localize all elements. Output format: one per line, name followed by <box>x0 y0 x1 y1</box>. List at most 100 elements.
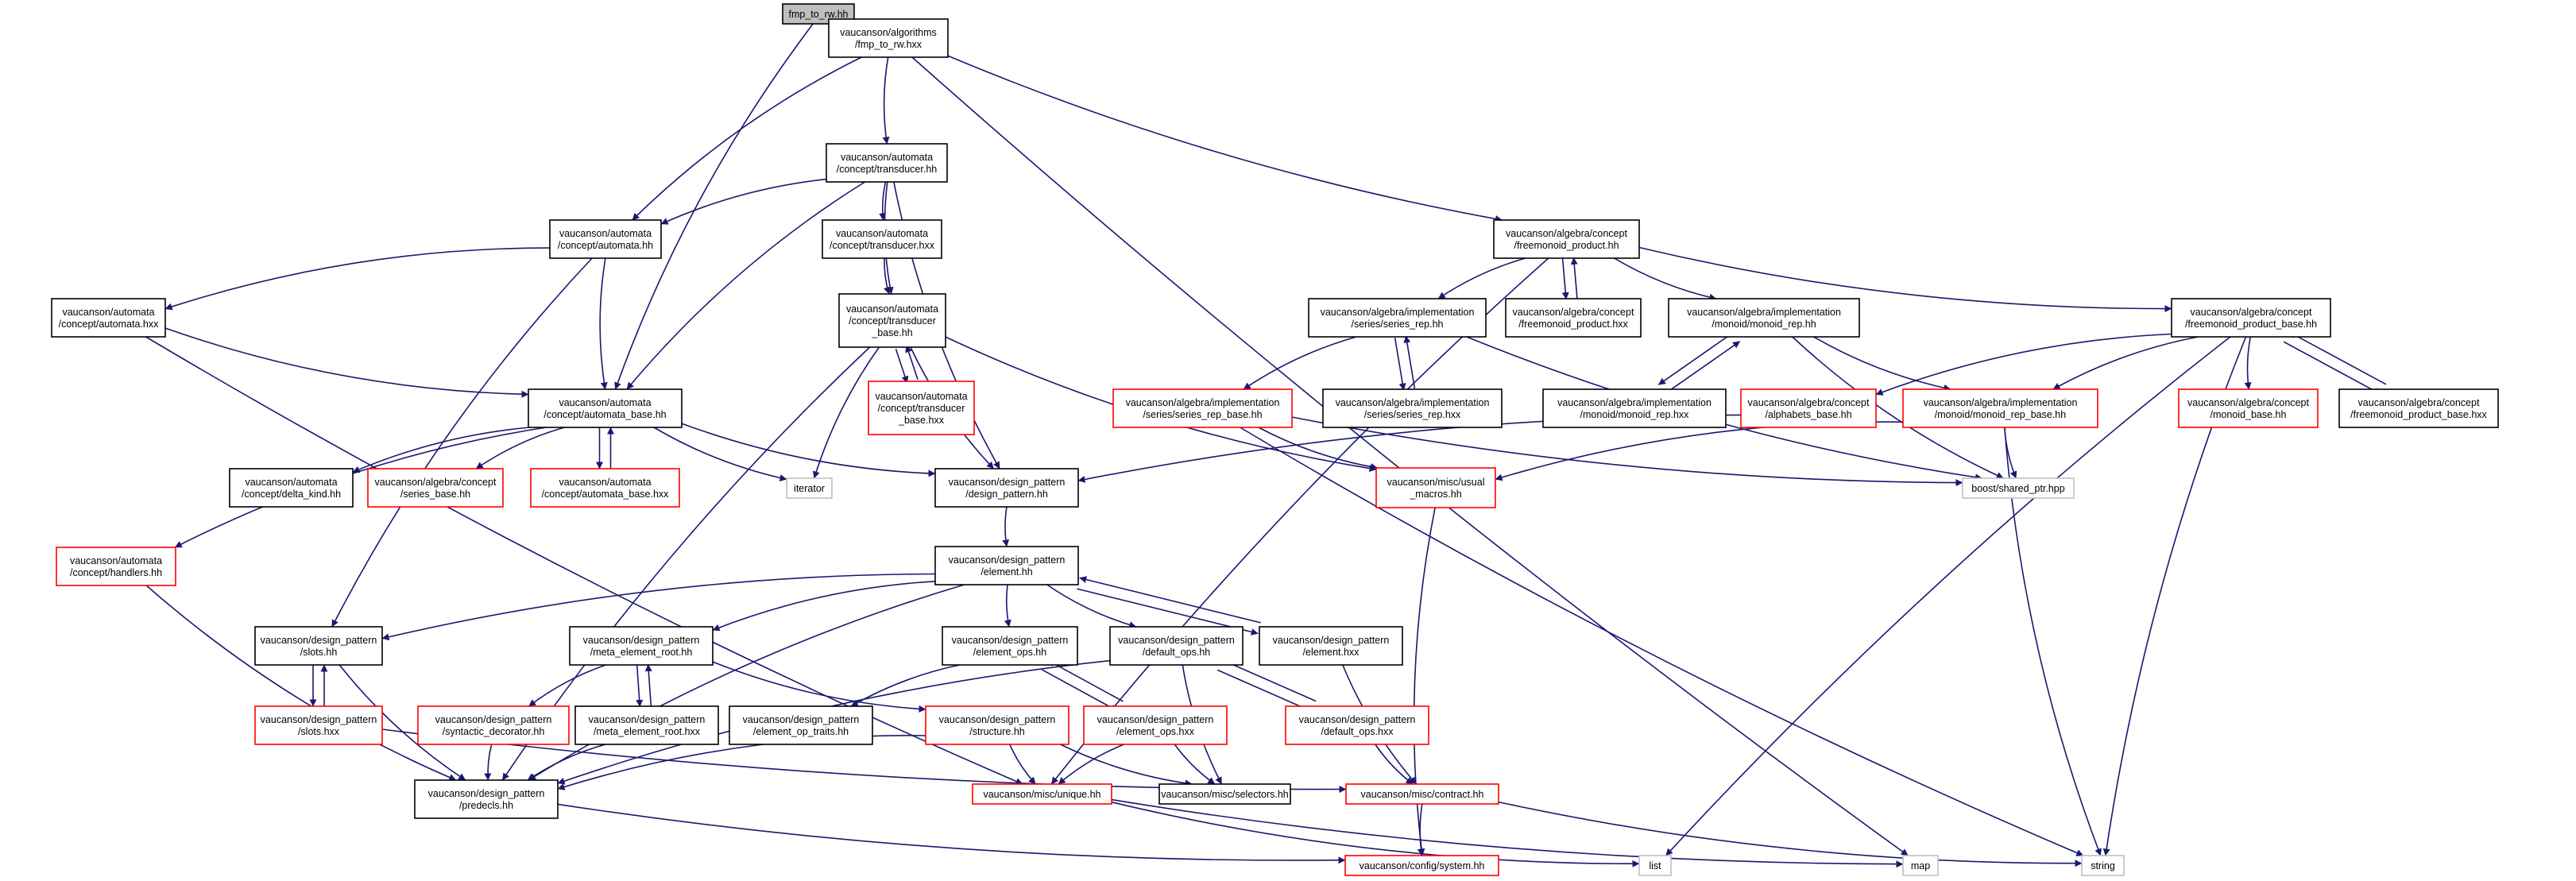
node-label-line: /element_ops.hh <box>973 647 1046 658</box>
node-transducer-hxx[interactable]: vaucanson/automata/concept/transducer.hx… <box>822 219 942 259</box>
node-monoid-base-hh[interactable]: vaucanson/algebra/concept/monoid_base.hh <box>2178 388 2319 428</box>
node-usual-macros-hh[interactable]: vaucanson/misc/usual_macros.hh <box>1375 467 1496 508</box>
node-structure-hh[interactable]: vaucanson/design_pattern/structure.hh <box>925 705 1069 745</box>
node-selectors-hh[interactable]: vaucanson/misc/selectors.hh <box>1158 783 1291 805</box>
node-slots-hh[interactable]: vaucanson/design_pattern/slots.hh <box>254 626 383 666</box>
edge-handlers-hh-to-predecls-hh <box>145 585 457 781</box>
node-element-ops-hh[interactable]: vaucanson/design_pattern/element_ops.hh <box>942 626 1078 666</box>
edge-element-hh-to-predecls-hh <box>528 584 965 781</box>
edge-monoid-rep-hh-to-shared-ptr-hpp <box>1792 336 2004 479</box>
node-label-line: vaucanson/algebra/implementation <box>1126 397 1280 408</box>
node-label-line: /concept/automata_base.hh <box>543 409 666 420</box>
node-label-line: vaucanson/design_pattern <box>1097 714 1214 725</box>
node-handlers-hh[interactable]: vaucanson/automata/concept/handlers.hh <box>56 547 176 586</box>
node-label-line: /fmp_to_rw.hxx <box>855 39 922 50</box>
node-list[interactable]: list <box>1638 855 1672 876</box>
node-box <box>367 468 504 508</box>
node-label-line: /slots.hxx <box>298 726 340 737</box>
node-default-ops-hh[interactable]: vaucanson/design_pattern/default_ops.hh <box>1109 626 1244 666</box>
node-transducer-base-hxx[interactable]: vaucanson/automata/concept/transducer_ba… <box>868 381 975 435</box>
node-freemonoid-product-base-hxx[interactable]: vaucanson/algebra/concept/freemonoid_pro… <box>2338 388 2499 428</box>
node-label-line: /design_pattern.hh <box>965 489 1048 500</box>
edge-freemonoid-product-base-hh-to-monoid-rep-base-hh <box>2052 336 2199 390</box>
node-label-line: vaucanson/automata <box>841 152 933 163</box>
node-slots-hxx[interactable]: vaucanson/design_pattern/slots.hxx <box>254 705 383 745</box>
node-label-line: /alphabets_base.hh <box>1765 409 1851 420</box>
node-box <box>838 293 946 348</box>
node-element-hh[interactable]: vaucanson/design_pattern/element.hh <box>934 546 1079 585</box>
node-label-line: vaucanson/automata <box>846 303 938 315</box>
node-box <box>828 18 949 58</box>
node-meta-element-root-hxx[interactable]: vaucanson/design_pattern/meta_element_ro… <box>574 705 719 745</box>
node-series-rep-hxx[interactable]: vaucanson/algebra/implementation/series/… <box>1322 388 1503 428</box>
edge-transducer-base-hxx-to-transducer-base-hh <box>905 345 919 381</box>
node-monoid-rep-hxx[interactable]: vaucanson/algebra/implementation/monoid/… <box>1542 388 1727 428</box>
node-automata-base-hxx[interactable]: vaucanson/automata/concept/automata_base… <box>530 468 680 508</box>
node-monoid-rep-hh[interactable]: vaucanson/algebra/implementation/monoid/… <box>1668 298 1860 338</box>
node-label-line: vaucanson/algebra/concept <box>1506 228 1627 239</box>
node-label-line: vaucanson/automata <box>559 397 651 408</box>
node-predecls-hh[interactable]: vaucanson/design_pattern/predecls.hh <box>414 779 559 819</box>
node-element-op-traits-hh[interactable]: vaucanson/design_pattern/element_op_trai… <box>729 705 873 745</box>
node-alg-fmp-hxx[interactable]: vaucanson/algorithms/fmp_to_rw.hxx <box>828 18 949 58</box>
node-box <box>1345 783 1499 805</box>
node-box <box>574 705 719 745</box>
node-box <box>1668 298 1860 338</box>
node-default-ops-hxx[interactable]: vaucanson/design_pattern/default_ops.hxx <box>1285 705 1429 745</box>
node-dp-design-pattern-hh[interactable]: vaucanson/design_pattern/design_pattern.… <box>934 468 1079 508</box>
edge-freemonoid-product-base-hh-to-list <box>1665 336 2231 856</box>
node-label-line: vaucanson/algebra/concept <box>2358 397 2480 408</box>
node-transducer-hh[interactable]: vaucanson/automata/concept/transducer.hh <box>826 143 948 183</box>
node-series-rep-hh[interactable]: vaucanson/algebra/implementation/series/… <box>1308 298 1487 338</box>
node-label-line: /monoid_base.hh <box>2210 409 2287 420</box>
node-automata-base-hh[interactable]: vaucanson/automata/concept/automata_base… <box>528 388 683 428</box>
node-label-line: _macros.hh <box>1409 489 1461 500</box>
edge-automata-base-hh-to-dp-design-pattern-hh <box>681 423 936 477</box>
node-label-line: vaucanson/automata <box>70 555 162 566</box>
node-label-line: vaucanson/design_pattern <box>949 554 1066 566</box>
node-label-line: iterator <box>794 483 825 494</box>
node-shared-ptr-hpp[interactable]: boost/shared_ptr.hpp <box>1962 477 2075 499</box>
node-label-line: vaucanson/misc/selectors.hh <box>1161 789 1289 800</box>
node-freemonoid-product-hh[interactable]: vaucanson/algebra/concept/freemonoid_pro… <box>1493 219 1640 259</box>
node-contract-hh[interactable]: vaucanson/misc/contract.hh <box>1345 783 1499 805</box>
node-label-line: /monoid/monoid_rep.hh <box>1712 319 1816 330</box>
node-element-hxx[interactable]: vaucanson/design_pattern/element.hxx <box>1259 626 1403 666</box>
node-box <box>528 388 683 428</box>
node-box <box>1322 388 1503 428</box>
node-iterator[interactable]: iterator <box>786 477 833 499</box>
node-syntactic-decorator-hh[interactable]: vaucanson/design_pattern/syntactic_decor… <box>417 705 570 745</box>
node-alphabets-base-hh[interactable]: vaucanson/algebra/concept/alphabets_base… <box>1740 388 1877 428</box>
node-delta-kind-hh[interactable]: vaucanson/automata/concept/delta_kind.hh <box>229 468 354 508</box>
edge-meta-element-root-hh-to-structure-hh <box>712 661 926 713</box>
edge-element-hh-to-element-hxx <box>1077 588 1259 636</box>
node-label-line: /syntactic_decorator.hh <box>443 726 545 737</box>
node-system-hh[interactable]: vaucanson/config/system.hh <box>1344 855 1499 876</box>
node-freemonoid-product-hxx[interactable]: vaucanson/algebra/concept/freemonoid_pro… <box>1505 298 1642 338</box>
node-element-ops-hxx[interactable]: vaucanson/design_pattern/element_ops.hxx <box>1083 705 1228 745</box>
node-series-base-hh[interactable]: vaucanson/algebra/concept/series_base.hh <box>367 468 504 508</box>
node-box <box>549 219 662 259</box>
node-box <box>942 626 1078 666</box>
node-string[interactable]: string <box>2081 855 2125 876</box>
node-automata-hxx[interactable]: vaucanson/automata/concept/automata.hxx <box>51 298 166 338</box>
node-fmp-to-rw-hh[interactable]: fmp_to_rw.hh <box>782 3 855 25</box>
node-label-line: /monoid/monoid_rep.hxx <box>1580 409 1690 420</box>
node-monoid-rep-base-hh[interactable]: vaucanson/algebra/implementation/monoid/… <box>1902 388 2098 428</box>
node-freemonoid-product-base-hh[interactable]: vaucanson/algebra/concept/freemonoid_pro… <box>2171 298 2331 338</box>
edge-automata-base-hh-to-handlers-hh <box>174 427 547 548</box>
node-unique-hh[interactable]: vaucanson/misc/unique.hh <box>972 783 1112 805</box>
node-label-line: vaucanson/algebra/concept <box>2187 397 2309 408</box>
node-automata-hh[interactable]: vaucanson/automata/concept/automata.hh <box>549 219 662 259</box>
node-label-line: vaucanson/automata <box>559 228 652 239</box>
node-label-line: /concept/transducer <box>878 403 965 414</box>
node-series-rep-base-hh[interactable]: vaucanson/algebra/implementation/series/… <box>1112 388 1293 428</box>
node-meta-element-root-hh[interactable]: vaucanson/design_pattern/meta_element_ro… <box>569 626 714 666</box>
node-label-line: /structure.hh <box>969 726 1025 737</box>
node-label-line: list <box>1649 860 1661 871</box>
node-map[interactable]: map <box>1902 855 1939 876</box>
node-transducer-base-hh[interactable]: vaucanson/automata/concept/transducer_ba… <box>838 293 946 348</box>
node-box <box>1740 388 1877 428</box>
edge-freemonoid-product-hxx-to-freemonoid-product-hh <box>1570 257 1578 299</box>
edge-transducer-base-hh-to-transducer-base-hxx <box>895 348 909 384</box>
